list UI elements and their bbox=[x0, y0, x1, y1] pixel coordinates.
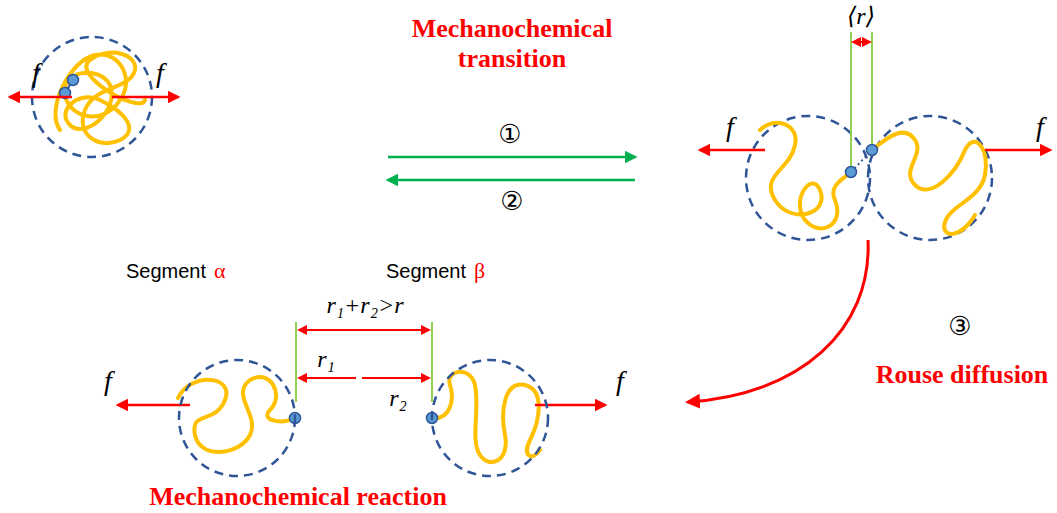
segment-symbol: β bbox=[474, 259, 485, 283]
diffusion-arrow bbox=[688, 240, 868, 402]
step-title: Rouse diffusion bbox=[876, 360, 1049, 390]
segment-outline bbox=[380, 255, 560, 490]
force-arrow bbox=[700, 149, 765, 152]
reactive-site bbox=[68, 75, 79, 86]
transition-arrow bbox=[388, 156, 635, 159]
polymer-chain bbox=[178, 377, 295, 452]
force-arrow bbox=[985, 149, 1050, 152]
callout-number: ② bbox=[500, 187, 523, 216]
polymer-chain bbox=[432, 372, 540, 462]
segment-heading: Segment bbox=[386, 259, 466, 283]
force-label: f bbox=[726, 112, 734, 143]
segment-title: Segment β bbox=[380, 255, 560, 283]
reactive-site bbox=[846, 167, 857, 178]
distance-arrow bbox=[853, 41, 870, 43]
force-label: f bbox=[104, 366, 112, 397]
callout-number: ① bbox=[498, 120, 521, 149]
segment-outline bbox=[120, 255, 310, 490]
force-label: f bbox=[1036, 112, 1044, 143]
force-arrow bbox=[112, 96, 178, 99]
polymer-chain bbox=[760, 123, 851, 229]
distance-label: r₁ bbox=[317, 346, 335, 372]
reactive-site bbox=[867, 145, 878, 156]
guide-line bbox=[850, 32, 852, 166]
distance-arrow bbox=[362, 377, 429, 379]
callout-number: ③ bbox=[948, 312, 971, 341]
segment-region: Segment β bbox=[380, 255, 560, 490]
force-label: f bbox=[156, 58, 164, 89]
step-title: Mechanochemical transition bbox=[387, 14, 637, 74]
force-label: f bbox=[32, 58, 40, 89]
distance-label: r₂ bbox=[389, 385, 407, 411]
dashed-circle bbox=[432, 360, 548, 476]
segment-heading: Segment bbox=[126, 259, 206, 283]
segment-title: Segment α bbox=[120, 255, 310, 283]
segment-symbol: α bbox=[214, 259, 226, 283]
segment-region: Segment α bbox=[120, 255, 310, 490]
distance-arrow bbox=[299, 329, 429, 331]
distance-label: r₁+r₂>r bbox=[326, 292, 403, 318]
dashed-circle bbox=[179, 360, 295, 476]
guide-line bbox=[871, 32, 873, 144]
guide-line bbox=[295, 322, 297, 402]
dashed-circle bbox=[868, 116, 992, 240]
force-label: f bbox=[616, 366, 624, 397]
distance-arrow bbox=[299, 377, 356, 379]
force-arrow bbox=[118, 404, 190, 407]
step-title: Mechanochemical reaction bbox=[149, 482, 447, 512]
force-arrow bbox=[10, 96, 72, 99]
transition-arrow bbox=[388, 179, 635, 182]
guide-line bbox=[431, 322, 433, 402]
distance-label: ⟨r⟩ bbox=[847, 3, 875, 29]
polymer-chain bbox=[872, 133, 986, 234]
